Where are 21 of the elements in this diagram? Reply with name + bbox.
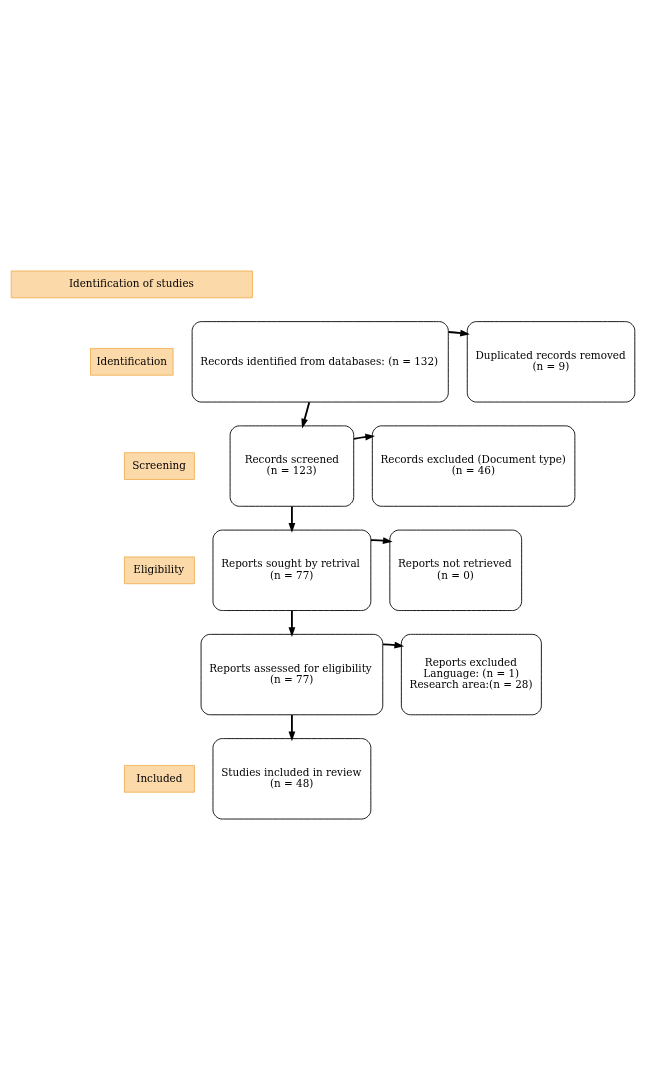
node-box: Included (124, 764, 195, 793)
node-box: Records identified from databases: (n = 132) (191, 320, 449, 402)
node-box: Records excluded (Document type) (n = 46) (371, 424, 576, 507)
node-box: Identification (90, 347, 174, 376)
arrow (288, 505, 296, 533)
node-box: Screening (124, 451, 195, 480)
arrow (288, 713, 296, 741)
node-box: Identification of studies (10, 270, 253, 298)
arrow (353, 433, 376, 440)
node-box: Reports sought by retrival (n = 77) (212, 529, 372, 611)
node-box: Reports excluded Language: (n = 1) Research area:(n = 28) (400, 633, 542, 715)
arrow (288, 609, 296, 637)
arrow (370, 536, 393, 544)
arrow (301, 400, 311, 428)
node-box: Reports assessed for eligibility (n = 77) (200, 633, 384, 715)
node-box: Eligibility (124, 556, 195, 584)
node-box: Records screened (n = 123) (229, 424, 355, 507)
node-box: Reports not retrieved (n = 0) (389, 529, 523, 611)
node-box: Duplicated records removed (n = 9) (466, 320, 636, 402)
arrow (447, 329, 470, 336)
node-box: Studies included in review (n = 48) (212, 737, 372, 819)
